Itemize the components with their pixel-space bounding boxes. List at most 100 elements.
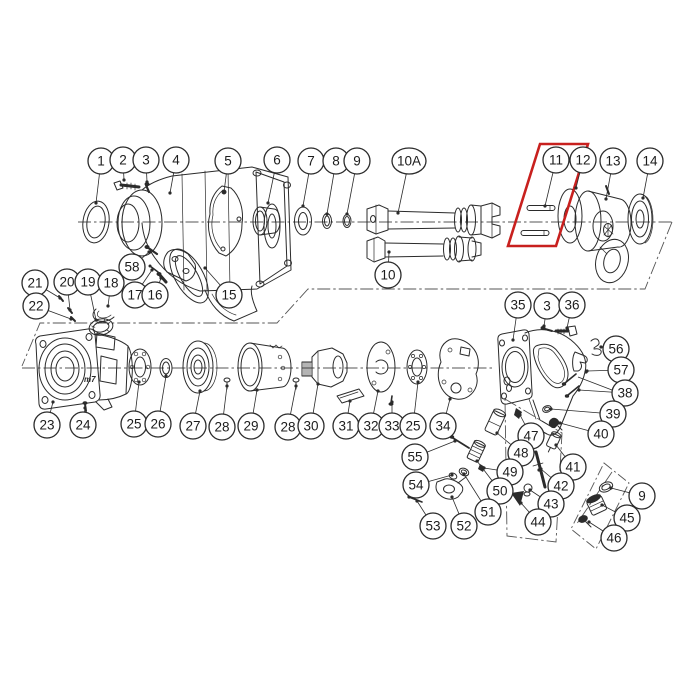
leader-dot bbox=[325, 212, 329, 216]
callout-label-3: 3 bbox=[543, 299, 551, 314]
callout-label-22: 22 bbox=[28, 299, 43, 314]
leader-dot bbox=[94, 201, 98, 205]
callout-18 bbox=[97, 269, 125, 297]
leader-dot bbox=[348, 399, 352, 403]
callout-label-28: 28 bbox=[280, 420, 295, 435]
callout-25 bbox=[399, 412, 427, 440]
callout-label-30: 30 bbox=[303, 419, 318, 434]
leader-dot bbox=[106, 304, 110, 308]
part-9-ring bbox=[342, 214, 352, 228]
part-25b-bearing bbox=[406, 349, 428, 385]
callout-label-40: 40 bbox=[593, 427, 608, 442]
part-7-washer bbox=[294, 206, 312, 236]
callout-label-35: 35 bbox=[510, 298, 525, 313]
part-14-bearing bbox=[627, 193, 654, 245]
callout-label-2: 2 bbox=[119, 153, 127, 168]
part-6-bushing bbox=[252, 206, 281, 236]
callout-label-18: 18 bbox=[103, 276, 118, 291]
leader-dot bbox=[549, 407, 553, 411]
callout-label-48: 48 bbox=[513, 446, 528, 461]
highlighted-part-box bbox=[506, 142, 590, 248]
callout-label-9: 9 bbox=[353, 154, 361, 169]
leader-dot bbox=[416, 380, 420, 384]
part-1-oring bbox=[82, 200, 110, 244]
callout-label-53: 53 bbox=[425, 519, 440, 534]
callout-39 bbox=[599, 400, 627, 428]
leader-dot bbox=[609, 486, 613, 490]
callout-label-34: 34 bbox=[435, 419, 451, 434]
part-36-bolt bbox=[554, 325, 578, 337]
part-31-rotor-blade bbox=[336, 388, 365, 404]
callout-label-4: 4 bbox=[172, 153, 180, 168]
part-35-backhead-handle bbox=[497, 329, 587, 436]
part-45-inlet-bushing bbox=[586, 494, 608, 516]
part-34-gasket bbox=[437, 338, 479, 400]
callout-label-44: 44 bbox=[530, 515, 546, 530]
leader-dot bbox=[396, 211, 400, 215]
callout-11 bbox=[542, 146, 570, 174]
leader-dot bbox=[453, 439, 457, 443]
leader-dot bbox=[225, 384, 229, 388]
callout-16 bbox=[141, 281, 169, 309]
leader-line bbox=[577, 376, 613, 391]
leader-dot bbox=[164, 374, 168, 378]
part-3b-screw bbox=[540, 326, 553, 332]
callout-35 bbox=[504, 291, 532, 319]
leader-dot bbox=[462, 472, 466, 476]
callout-54 bbox=[402, 471, 430, 499]
leader-dot bbox=[558, 421, 562, 425]
callout-label-17: 17 bbox=[127, 288, 142, 303]
callout-29 bbox=[237, 412, 265, 440]
callout-label-50: 50 bbox=[492, 484, 507, 499]
leader-dot bbox=[542, 324, 546, 328]
callout-50 bbox=[486, 477, 514, 505]
callout-4 bbox=[162, 146, 190, 174]
leader-dot bbox=[565, 326, 569, 330]
leader-dot bbox=[450, 473, 454, 477]
callout-26 bbox=[144, 410, 172, 438]
callout-label-28: 28 bbox=[214, 420, 229, 435]
callout-38 bbox=[611, 379, 639, 407]
leader-dot bbox=[587, 520, 591, 524]
part-2-bolt bbox=[113, 180, 141, 191]
leader-dot bbox=[600, 503, 604, 507]
part-47-48-valve bbox=[484, 408, 507, 436]
callout-label-47: 47 bbox=[523, 429, 538, 444]
part-43-ball-seat bbox=[523, 483, 533, 497]
leader-dot bbox=[577, 388, 581, 392]
callout-label-32: 32 bbox=[363, 419, 378, 434]
part-42-stem bbox=[532, 450, 547, 489]
part-10a-anvil bbox=[366, 202, 501, 239]
leader-dot bbox=[495, 431, 499, 435]
leader-dot bbox=[585, 369, 589, 373]
leader-dot bbox=[511, 338, 515, 342]
part-15-retainer-ring bbox=[163, 248, 209, 304]
part-58-screw bbox=[144, 245, 159, 256]
parts-artwork: m7 bbox=[35, 166, 654, 528]
callout-label-46: 46 bbox=[606, 531, 621, 546]
callout-10 bbox=[374, 261, 402, 289]
leader-dot bbox=[519, 501, 523, 505]
callout-12 bbox=[569, 146, 597, 174]
callout-label-10A: 10A bbox=[397, 154, 421, 169]
callout-52 bbox=[450, 512, 478, 540]
callout-label-25: 25 bbox=[405, 419, 420, 434]
part-38-screws bbox=[561, 373, 580, 398]
callout-15 bbox=[215, 281, 243, 309]
part-17-pin bbox=[148, 264, 159, 273]
callout-label-55: 55 bbox=[407, 450, 422, 465]
part-27-end-plate bbox=[182, 340, 218, 394]
part-51-oring bbox=[458, 467, 470, 477]
part-30-rotor bbox=[301, 347, 348, 388]
callout-label-31: 31 bbox=[338, 419, 353, 434]
callout-label-7: 7 bbox=[307, 154, 315, 169]
leader-dot bbox=[168, 191, 172, 195]
callout-label-57: 57 bbox=[613, 363, 628, 378]
leader-dot bbox=[641, 196, 645, 200]
callout-label-39: 39 bbox=[605, 407, 620, 422]
part-41-fitting bbox=[546, 431, 562, 453]
part-46-plug bbox=[578, 515, 592, 528]
callout-9 bbox=[343, 147, 371, 175]
